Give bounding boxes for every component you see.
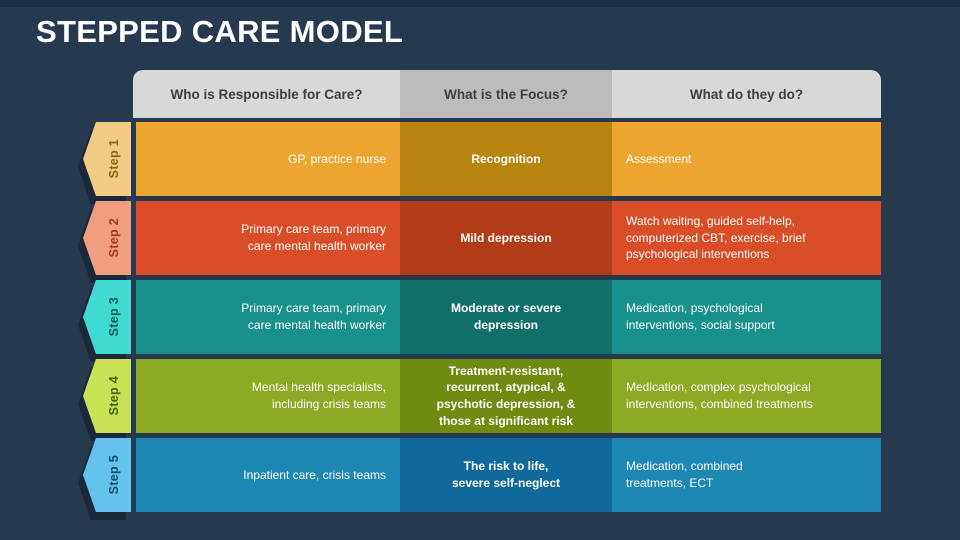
what-text: Assessment bbox=[626, 151, 692, 166]
what-text: Medication, psychological interventions,… bbox=[626, 301, 775, 332]
step2-chevron: Step 2 bbox=[83, 201, 131, 275]
who-cell: Primary care team, primary care mental h… bbox=[136, 280, 400, 354]
focus-text: Moderate or severe depression bbox=[450, 301, 562, 332]
step4-chevron: Step 4 bbox=[83, 359, 131, 433]
chevron-shape: Step 3 bbox=[83, 280, 131, 354]
table-row-step5: Step 5 Inpatient care, crisis teams The … bbox=[83, 438, 881, 512]
who-text: Primary care team, primary care mental h… bbox=[241, 301, 386, 332]
table-row-step3: Step 3 Primary care team, primary care m… bbox=[83, 280, 881, 354]
focus-cell: Treatment-resistant, recurrent, atypical… bbox=[400, 359, 612, 433]
step1-chevron: Step 1 bbox=[83, 122, 131, 196]
focus-cell: Mild depression bbox=[400, 201, 612, 275]
chevron-shape: Step 1 bbox=[83, 122, 131, 196]
focus-cell: Recognition bbox=[400, 122, 612, 196]
step-label: Step 2 bbox=[106, 218, 121, 258]
what-cell: Medication, complex psychological interv… bbox=[612, 359, 881, 433]
focus-text: The risk to life, severe self-neglect bbox=[451, 459, 561, 490]
slide-title: STEPPED CARE MODEL bbox=[36, 14, 404, 49]
who-cell: Mental health specialists, including cri… bbox=[136, 359, 400, 433]
column-header-focus: What is the Focus? bbox=[400, 70, 612, 118]
table-row-step4: Step 4 Mental health specialists, includ… bbox=[83, 359, 881, 433]
table-row-step2: Step 2 Primary care team, primary care m… bbox=[83, 201, 881, 275]
step-label: Step 4 bbox=[106, 376, 121, 416]
step-label: Step 5 bbox=[106, 455, 121, 495]
what-text: Watch waiting, guided self-help, compute… bbox=[626, 214, 806, 262]
focus-cell: The risk to life, severe self-neglect bbox=[400, 438, 612, 512]
table-body: Step 1 GP, practice nurse Recognition As… bbox=[83, 122, 881, 512]
column-header-who: Who is Responsible for Care? bbox=[133, 70, 400, 118]
focus-cell: Moderate or severe depression bbox=[400, 280, 612, 354]
table-row-step1: Step 1 GP, practice nurse Recognition As… bbox=[83, 122, 881, 196]
focus-text: Recognition bbox=[471, 151, 541, 166]
what-text: Medication, complex psychological interv… bbox=[626, 380, 813, 411]
what-cell: Medication, combined treatments, ECT bbox=[612, 438, 881, 512]
chevron-shape: Step 5 bbox=[83, 438, 131, 512]
chevron-shape: Step 2 bbox=[83, 201, 131, 275]
who-text: GP, practice nurse bbox=[288, 151, 386, 166]
who-cell: Primary care team, primary care mental h… bbox=[136, 201, 400, 275]
what-cell: Medication, psychological interventions,… bbox=[612, 280, 881, 354]
what-text: Medication, combined treatments, ECT bbox=[626, 459, 743, 490]
column-header-what: What do they do? bbox=[612, 70, 881, 118]
top-edge-band bbox=[0, 0, 960, 7]
focus-text: Mild depression bbox=[460, 230, 552, 245]
chevron-shape: Step 4 bbox=[83, 359, 131, 433]
who-text: Primary care team, primary care mental h… bbox=[241, 222, 386, 253]
who-text: Inpatient care, crisis teams bbox=[243, 467, 386, 482]
table-header-row: Who is Responsible for Care? What is the… bbox=[133, 70, 881, 118]
who-cell: Inpatient care, crisis teams bbox=[136, 438, 400, 512]
step-label: Step 3 bbox=[106, 297, 121, 337]
step5-chevron: Step 5 bbox=[83, 438, 131, 512]
who-text: Mental health specialists, including cri… bbox=[251, 380, 386, 411]
who-cell: GP, practice nurse bbox=[136, 122, 400, 196]
what-cell: Assessment bbox=[612, 122, 881, 196]
step3-chevron: Step 3 bbox=[83, 280, 131, 354]
what-cell: Watch waiting, guided self-help, compute… bbox=[612, 201, 881, 275]
step-label: Step 1 bbox=[106, 139, 121, 179]
focus-text: Treatment-resistant, recurrent, atypical… bbox=[436, 363, 576, 428]
